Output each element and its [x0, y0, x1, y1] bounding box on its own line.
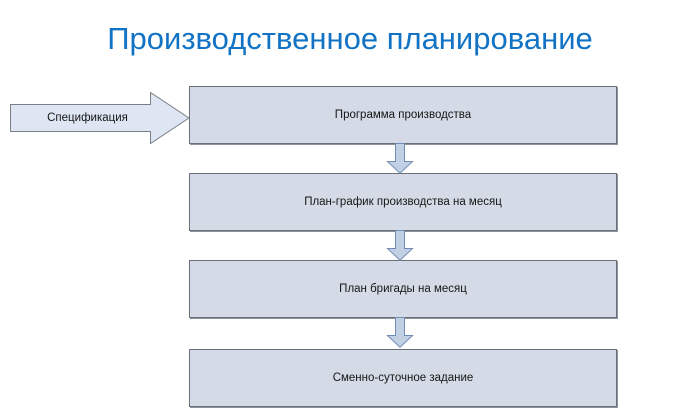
process-box-label: План бригады на месяц [339, 283, 467, 295]
block-arrow-down-icon [386, 317, 414, 348]
process-box-label: Сменно-суточное задание [332, 372, 474, 384]
process-box-label: Программа производства [334, 109, 472, 121]
process-box-monthly-schedule[interactable]: План-график производства на месяц [189, 173, 617, 231]
specification-input-arrow[interactable] [10, 92, 190, 144]
block-arrow-down-icon [386, 230, 414, 261]
page-title: Производственное планирование [107, 21, 593, 56]
process-box-program[interactable]: Программа производства [189, 86, 617, 144]
process-box-brigade-plan[interactable]: План бригады на месяц [189, 260, 617, 318]
process-box-label: План-график производства на месяц [304, 196, 502, 208]
block-arrow-down-icon [386, 143, 414, 174]
process-box-shift-task[interactable]: Сменно-суточное задание [189, 349, 617, 407]
